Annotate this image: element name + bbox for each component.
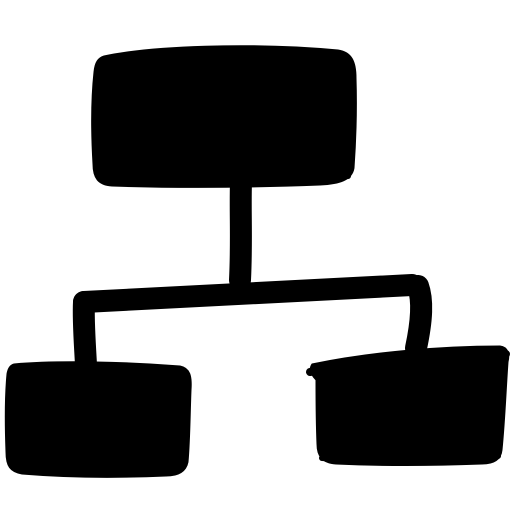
connector-left-vertical: [72, 291, 97, 376]
child-node-right: [306, 345, 510, 466]
connector-horizontal: [73, 274, 423, 313]
connector-right-vertical: [405, 275, 433, 359]
connector-root-vertical: [229, 171, 252, 291]
root-node: [91, 45, 357, 188]
connector-lines: [72, 171, 433, 376]
child-node-left: [4, 361, 192, 478]
